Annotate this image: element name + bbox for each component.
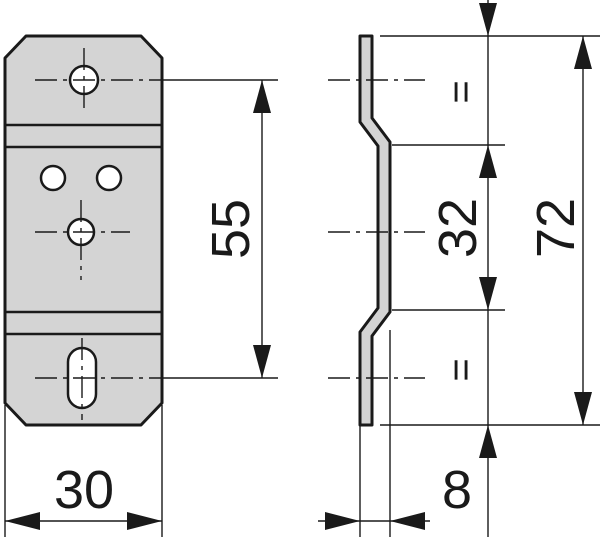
- arrow-head: [479, 145, 497, 178]
- side-view: = = 32 72 8: [318, 0, 600, 537]
- total-height-label: 72: [526, 198, 586, 258]
- equal-mark-top: =: [439, 80, 483, 103]
- fixing-hole-right: [95, 164, 123, 192]
- bracket-profile: [358, 34, 392, 427]
- middle-offset-label: 32: [428, 198, 488, 258]
- arrow-head: [479, 425, 497, 458]
- arrow-head: [574, 36, 592, 69]
- arrow-head: [479, 277, 497, 310]
- front-view: 55 30: [3, 34, 278, 537]
- arrow-head: [5, 512, 40, 530]
- fixing-hole-left: [39, 164, 67, 192]
- mount-width-label: 30: [54, 460, 114, 520]
- arrow-head: [325, 512, 360, 530]
- bracket-depth-label: 8: [442, 460, 472, 520]
- arrow-head: [479, 3, 497, 36]
- equal-mark-bottom: =: [439, 358, 483, 381]
- arrow-head: [253, 80, 271, 113]
- arrow-head: [253, 345, 271, 378]
- arrow-head: [574, 392, 592, 425]
- arrow-head: [390, 512, 425, 530]
- hole-spacing-label: 55: [201, 199, 261, 259]
- arrow-head: [127, 512, 162, 530]
